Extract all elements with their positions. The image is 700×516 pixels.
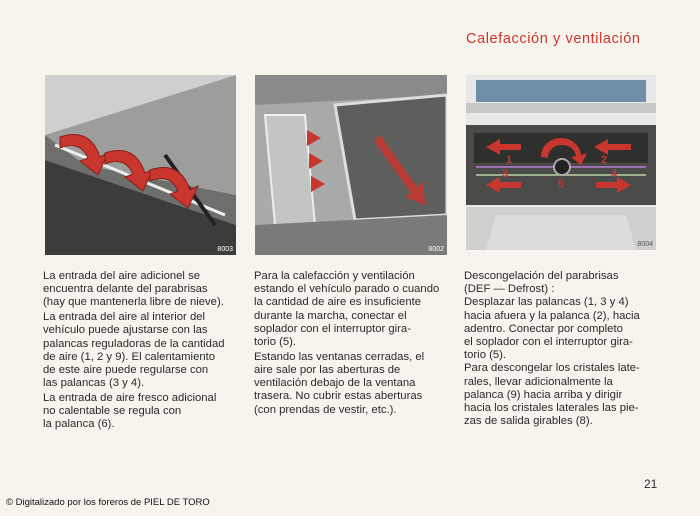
page-number: 21 [644,477,658,491]
figure-number: 8004 [637,241,653,248]
paragraph: Estando las ventanas cerradas, el aire s… [254,350,425,416]
page-title: Calefacción y ventilación [466,31,641,47]
rear-window-illustration [255,75,447,255]
control-label-5: 5 [558,178,564,190]
figure-windshield-air-intake: 8003 [45,75,236,255]
dashboard-illustration: 1 2 3 4 5 [466,75,656,250]
paragraph: La entrada del aire al interior del vehí… [43,311,225,390]
scan-credit: © Digitalizado por los foreros de PIEL D… [6,497,210,508]
control-label-3: 3 [502,168,508,180]
control-label-4: 4 [611,168,618,180]
control-label-2: 2 [601,154,607,166]
figure-number: 8002 [428,246,444,253]
text-column-1: La entrada del aire adicionel se encuent… [43,270,248,433]
text-column-3: Descongelación del parabrisas (DEF — Def… [464,270,689,430]
figure-number: 8003 [217,246,233,253]
figure-rear-window-vents: 8002 [255,75,447,255]
text-column-2: Para la calefacción y ventilación estand… [254,270,459,418]
windshield-illustration [45,75,236,255]
paragraph: Descongelación del parabrisas (DEF — Def… [464,270,640,428]
control-label-1: 1 [506,154,512,166]
paragraph: La entrada del aire adicionel se encuent… [43,270,224,309]
paragraph: La entrada de aire fresco adicional no c… [43,391,217,431]
paragraph: Para la calefacción y ventilación estand… [254,270,440,349]
figure-dashboard-controls: 1 2 3 4 5 8004 [466,75,656,250]
